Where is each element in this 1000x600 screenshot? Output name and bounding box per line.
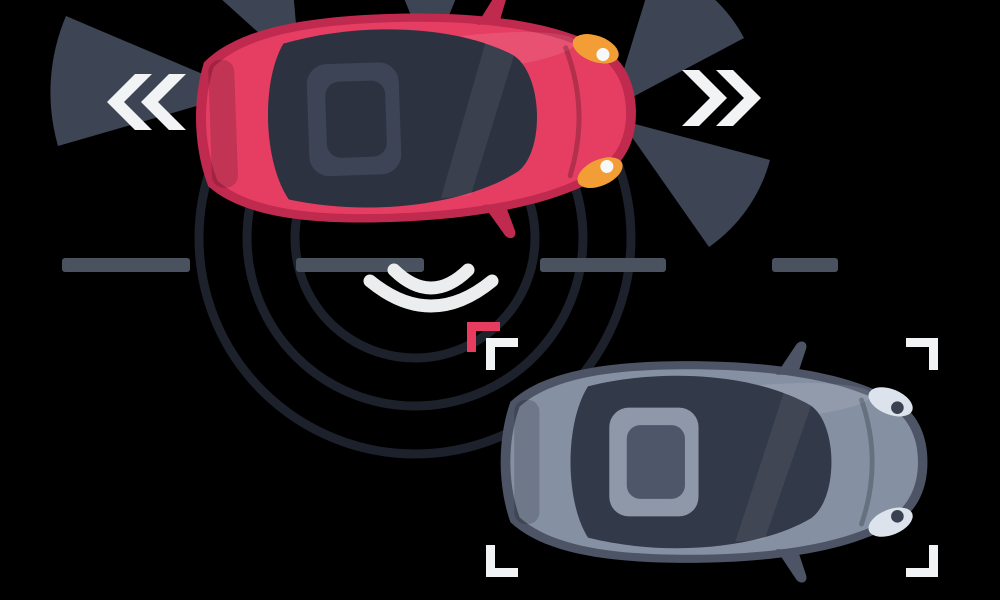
- gray-car-windshield-streak: [735, 392, 812, 542]
- gray-car-headlight-dot-top: [891, 401, 904, 414]
- sonar-waves-icon: [363, 263, 499, 313]
- red-car-headlight-dot-bottom: [600, 159, 614, 173]
- lane-dash: [772, 258, 838, 272]
- chevron-right-icon: [682, 70, 761, 126]
- frame-corner-top-left: [486, 338, 518, 370]
- red-car-front-seam: [563, 45, 582, 179]
- frame-corner-bottom-right: [906, 545, 938, 577]
- chevron-left-1: [107, 74, 152, 130]
- sensor-fan-top-right: [612, 0, 744, 108]
- red-car-mirror-bottom: [483, 204, 516, 239]
- chevron-left-icon: [107, 74, 186, 130]
- lane-dash: [62, 258, 190, 272]
- red-car-headlight-dot-top: [596, 48, 610, 62]
- red-corner-mark: [467, 322, 500, 352]
- red-car: [196, 0, 636, 239]
- gray-car-roof-inner: [626, 425, 685, 499]
- sensor-fan-left: [50, 16, 245, 146]
- red-car-windshield-streak: [440, 42, 514, 199]
- red-car-mirror-top: [476, 0, 508, 25]
- lane-dash: [296, 258, 424, 272]
- gray-car-headlight-dot-bottom: [891, 510, 904, 523]
- frame-corner-top-right: [906, 338, 938, 370]
- lane-dash: [540, 258, 666, 272]
- gray-car: [500, 341, 928, 583]
- gray-car-front-seam: [859, 397, 875, 527]
- sonar-wave-small: [387, 263, 475, 295]
- frame-corner-bottom-left: [486, 545, 518, 577]
- lane-dashes: [62, 258, 838, 272]
- red-car-roof-inner: [325, 80, 387, 158]
- chevron-right-1: [682, 70, 727, 126]
- red-car-rear-shade: [208, 59, 238, 188]
- sonar-wave-large: [363, 274, 499, 313]
- sensor-fan-right: [620, 120, 770, 247]
- chevron-left-2: [141, 74, 186, 130]
- gray-car-mirror-top: [776, 341, 807, 375]
- gray-car-mirror-bottom: [776, 549, 807, 583]
- detection-frame: [486, 338, 938, 577]
- gray-car-rear-shade: [514, 399, 540, 525]
- chevron-right-2: [716, 70, 761, 126]
